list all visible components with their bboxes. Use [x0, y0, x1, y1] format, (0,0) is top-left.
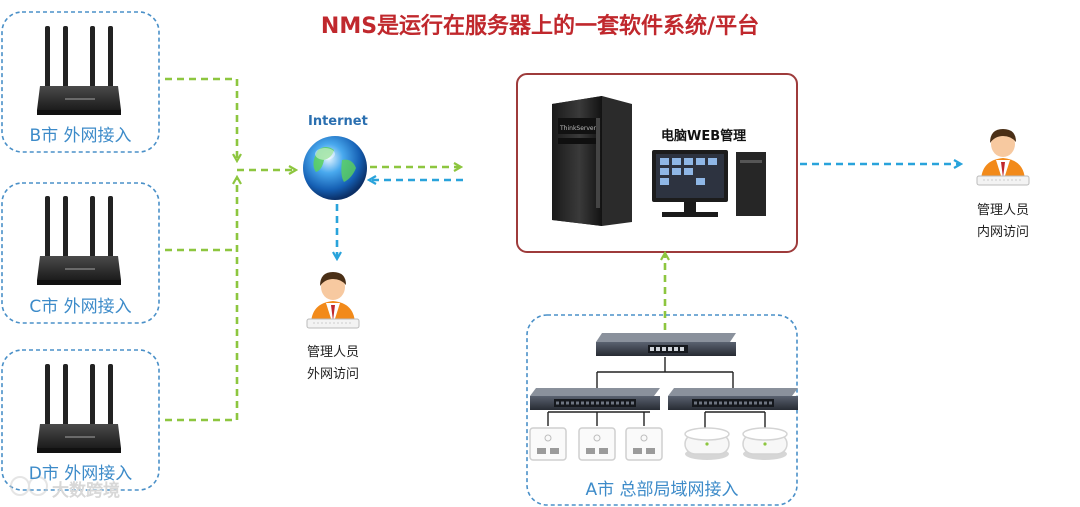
- hq-cabling: [547, 357, 766, 428]
- switch-icon: [666, 386, 800, 412]
- branch-d-label: D市 外网接入: [28, 464, 133, 484]
- router-d-icon: [37, 364, 121, 453]
- person-icon: [306, 271, 360, 329]
- internet-label: Internet: [308, 114, 368, 129]
- watermark-text: 大数跨境: [52, 481, 120, 501]
- branch-links: [165, 77, 295, 422]
- wall-ap-icon: [529, 427, 567, 461]
- wall-ap-icon: [625, 427, 663, 461]
- person-icon: [976, 128, 1030, 186]
- branch-d-zone: [1, 349, 160, 491]
- page-title: NMS是运行在服务器上的一套软件系统/平台: [320, 14, 760, 39]
- branch-b-label: B市 外网接入: [29, 126, 132, 146]
- admin-internal-label: 管理人员 内网访问: [963, 200, 1043, 244]
- router-c-icon: [37, 196, 121, 285]
- svg-text:ThinkServer: ThinkServer: [559, 125, 597, 132]
- branch-c-zone: [1, 182, 160, 324]
- wall-ap-icon: [578, 427, 616, 461]
- hq-label: A市 总部局域网接入: [585, 480, 739, 500]
- admin-external-line1: 管理人员: [306, 345, 359, 360]
- switch-icon: [596, 333, 736, 356]
- switch-icon: [528, 386, 662, 412]
- monitor-icon: [652, 150, 766, 217]
- branch-b-zone: [1, 11, 160, 153]
- admin-external-label: 管理人员 外网访问: [293, 342, 373, 386]
- server-box-label: 电脑WEB管理: [661, 129, 747, 144]
- server-tower-icon: ThinkServer: [552, 96, 632, 226]
- admin-internal-line2: 内网访问: [976, 225, 1029, 240]
- admin-internal-line1: 管理人员: [976, 203, 1029, 218]
- internet-links: [337, 180, 463, 258]
- admin-external-line2: 外网访问: [306, 367, 359, 382]
- globe-icon: [303, 136, 367, 200]
- watermark-logo-icon: [10, 476, 48, 496]
- ceiling-ap-icon: [684, 427, 730, 461]
- ceiling-ap-icon: [742, 427, 788, 461]
- branch-c-label: C市 外网接入: [29, 297, 132, 317]
